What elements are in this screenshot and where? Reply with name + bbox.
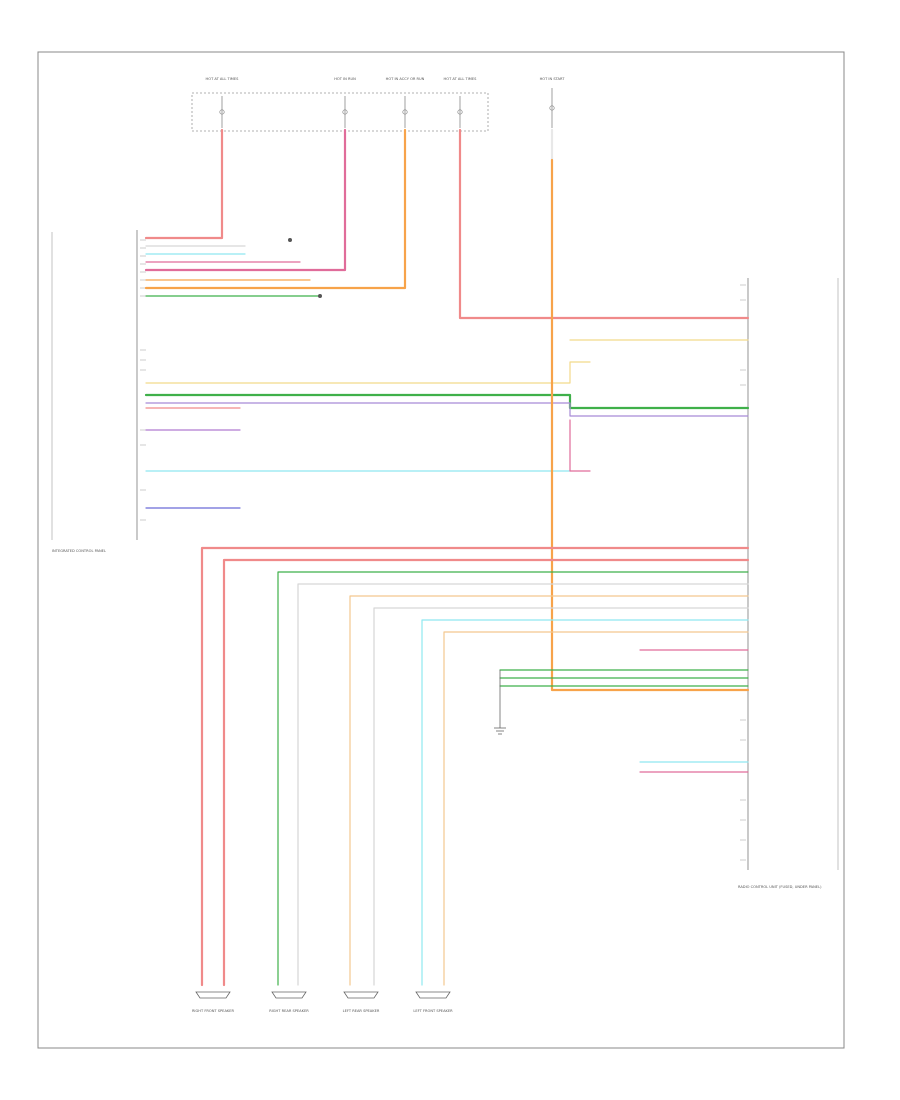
wire-purple-cross xyxy=(145,402,749,417)
left-module-pins xyxy=(140,239,146,521)
speaker-left-front: LEFT FRONT SPEAKER xyxy=(413,991,453,1013)
speaker-harness xyxy=(200,546,750,987)
fuse-label-1: HOT AT ALL TIMES xyxy=(206,77,240,81)
speaker-label-rf: RIGHT FRONT SPEAKER xyxy=(192,1009,235,1013)
integrated-control-panel: INTEGRATED CONTROL PANEL xyxy=(51,230,146,553)
fuse-3 xyxy=(402,96,408,128)
wire-fuse4-red xyxy=(458,128,750,320)
left-module-name: INTEGRATED CONTROL PANEL xyxy=(52,549,106,553)
wire-fuse1-red xyxy=(144,128,224,240)
ground-point-2 xyxy=(318,294,322,298)
speaker-left-rear: LEFT REAR SPEAKER xyxy=(343,991,380,1013)
fuse-1 xyxy=(219,96,225,128)
wire-green-cross xyxy=(144,393,750,410)
wire-yellow-protocol xyxy=(145,361,591,384)
fuse-label-5: HOT IN START xyxy=(540,77,566,81)
fuse-4 xyxy=(457,96,463,128)
wire-spk-rf-plus xyxy=(200,546,750,987)
right-module-pins xyxy=(740,284,746,861)
wire-spk-rr-minus xyxy=(297,583,749,986)
speaker-label-lr: LEFT REAR SPEAKER xyxy=(343,1009,380,1013)
radio-control-unit: RADIO CONTROL UNIT (FUSED, UNDER PANEL) xyxy=(738,278,839,889)
speaker-label-lf: LEFT FRONT SPEAKER xyxy=(413,1009,453,1013)
wire-spk-rf-minus xyxy=(222,558,750,987)
wire-spk-rr-plus xyxy=(277,571,749,986)
speaker-label-rr: RIGHT REAR SPEAKER xyxy=(269,1009,309,1013)
fuse-5 xyxy=(549,88,555,128)
diagram-frame xyxy=(37,51,845,1049)
wire-spk-lr-plus xyxy=(349,595,749,986)
fuse-label-4: HOT AT ALL TIMES xyxy=(444,77,478,81)
wire-r-pink-drop xyxy=(569,419,591,472)
wire-spk-lf-plus xyxy=(421,619,749,986)
wire-fuse3-orange xyxy=(144,128,407,290)
fuse-panel: HOT AT ALL TIMES HOT IN RUN HOT IN ACCY … xyxy=(191,77,566,132)
ground-point-1 xyxy=(288,238,292,242)
fuse-2 xyxy=(342,96,348,128)
ground-symbol xyxy=(494,727,506,735)
right-module-name: RADIO CONTROL UNIT (FUSED, UNDER PANEL) xyxy=(738,885,822,889)
wire-fuse2-pink xyxy=(144,128,347,272)
fuse-label-3: HOT IN ACCY OR RUN xyxy=(386,77,425,81)
fuse-label-2: HOT IN RUN xyxy=(334,77,356,81)
fuse-panel-outline xyxy=(191,92,489,132)
wire-orange-long xyxy=(550,158,750,692)
wire-spk-lr-minus xyxy=(373,607,749,986)
speaker-right-rear: RIGHT REAR SPEAKER xyxy=(269,991,309,1013)
speaker-right-front: RIGHT FRONT SPEAKER xyxy=(192,991,235,1013)
wire-spk-lf-minus xyxy=(443,631,749,986)
